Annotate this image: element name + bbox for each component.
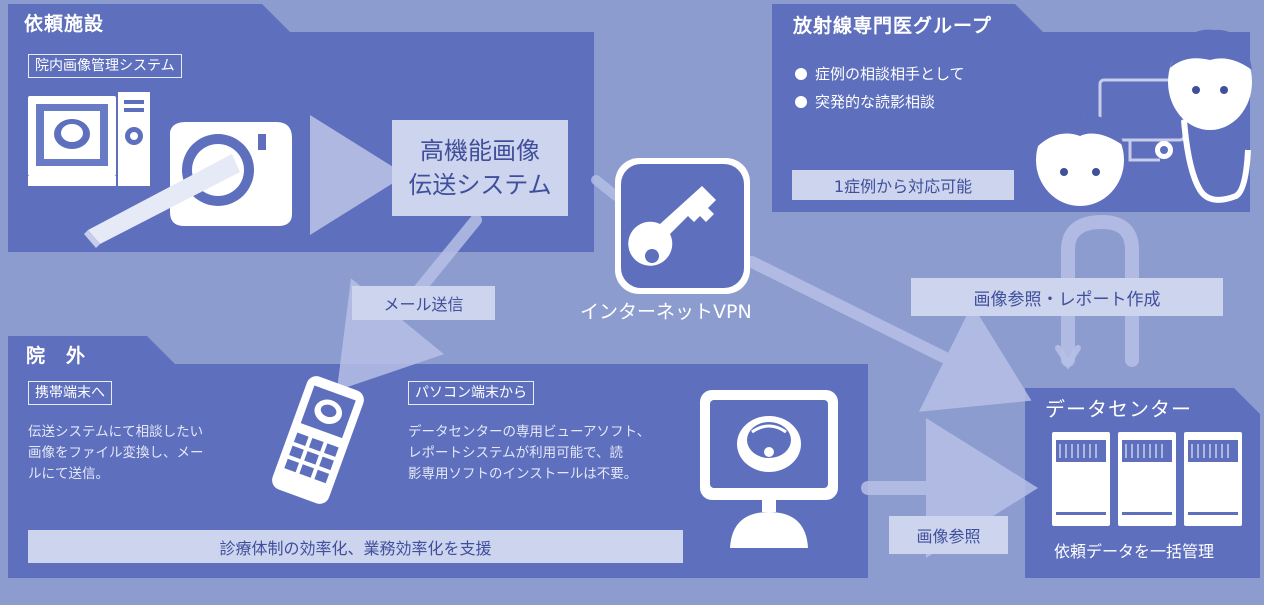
transfer-system-line2: 伝送システム — [408, 171, 552, 199]
in-hospital-system-label: 院内画像管理システム — [28, 54, 182, 78]
data-center-title: データセンター — [1045, 397, 1192, 421]
pc-description-line: レポートシステムが利用可能で、読 — [408, 445, 624, 461]
bullet-dot-icon — [795, 96, 807, 108]
server-racks-illustration — [1052, 432, 1242, 526]
ct-scanner-illustration — [84, 122, 292, 248]
pc-description-line: データセンターの専用ビューアソフト、 — [408, 424, 651, 440]
arrow-loop-datacenter-specialists — [1061, 214, 1139, 367]
pc-description: データセンターの専用ビューアソフト、 レポートシステムが利用可能で、読 影専用ソ… — [408, 422, 693, 485]
vpn-label: インターネットVPN — [580, 301, 752, 323]
specialist-bullet-2: 突発的な読影相談 — [795, 91, 935, 112]
specialist-bullet-1-text: 症例の相談相手として — [815, 65, 965, 83]
arrow-vpn-to-datacenter — [746, 256, 1032, 412]
bullet-dot-icon — [795, 68, 807, 80]
mobile-description: 伝送システムにて相談したい 画像をファイル変換し、メー ルにて送信。 — [28, 422, 268, 485]
specialist-bullet-2-text: 突発的な読影相談 — [815, 93, 936, 111]
doctors-illustration — [1036, 29, 1252, 206]
image-reference-report-label: 画像参照・レポート作成 — [911, 278, 1223, 316]
mobile-phone-illustration — [272, 376, 364, 504]
vpn-key-tile — [615, 158, 750, 294]
mobile-description-line: 伝送システムにて相談したい — [28, 424, 204, 440]
arrow-transfer-to-vpn — [591, 175, 621, 201]
mobile-label: 携帯端末へ — [28, 381, 112, 405]
pc-description-line: 影専用ソフトのインストールは不要。 — [408, 466, 638, 482]
pc-label: パソコン端末から — [408, 381, 534, 405]
workstation-illustration — [28, 92, 150, 186]
outside-title: 院 外 — [26, 345, 87, 367]
outside-panel — [8, 336, 868, 578]
specialist-group-title: 放射線専門医グループ — [793, 15, 992, 37]
transfer-system-box: 高機能画像 伝送システム — [392, 120, 568, 216]
specialist-bullet-1: 症例の相談相手として — [795, 63, 965, 84]
mail-send-label: メール送信 — [352, 286, 495, 320]
referring-facility-title: 依頼施設 — [24, 13, 105, 35]
image-reference-label: 画像参照 — [889, 516, 1008, 554]
monitor-illustration — [700, 390, 838, 548]
mobile-description-line: ルにて送信。 — [28, 466, 109, 482]
flow-arrows — [310, 115, 1139, 558]
one-case-note: 1症例から対応可能 — [792, 170, 1014, 200]
data-center-caption: 依頼データを一括管理 — [1054, 542, 1215, 561]
transfer-system-line1: 高機能画像 — [420, 137, 540, 165]
mobile-description-line: 画像をファイル変換し、メー — [28, 445, 204, 461]
efficiency-banner: 診療体制の効率化、業務効率化を支援 — [28, 530, 683, 563]
